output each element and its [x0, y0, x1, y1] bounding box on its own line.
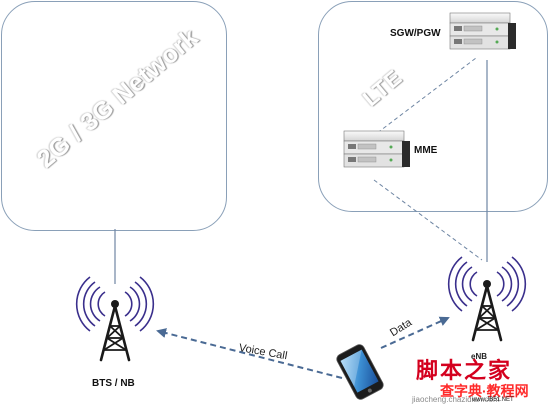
bts-nb-label: BTS / NB	[92, 378, 135, 389]
smartphone-icon	[336, 344, 384, 400]
sgw-pgw-label: SGW/PGW	[390, 28, 441, 39]
network-2g3g-boundary	[1, 1, 227, 231]
watermark-url: jiaocheng.chazidian.com	[412, 395, 500, 404]
watermark-main: 脚本之家	[416, 358, 513, 383]
data-link	[380, 316, 450, 349]
bts-tower-icon	[75, 276, 155, 362]
interface-links	[114, 57, 488, 284]
enb-tower-icon	[447, 256, 527, 342]
sgw-pgw-server-icon	[449, 12, 516, 50]
watermark-sub: 查字典·教程网	[440, 383, 529, 399]
link-mme-sgw-dashed	[371, 57, 477, 138]
voice-call-link	[156, 328, 343, 379]
link-mme-enb-dashed	[373, 179, 483, 261]
watermark-url-small: www.JB51.NET	[472, 397, 514, 403]
mme-server-icon	[343, 130, 410, 168]
mme-label: MME	[414, 145, 438, 156]
enb-label: eNB	[471, 352, 488, 361]
